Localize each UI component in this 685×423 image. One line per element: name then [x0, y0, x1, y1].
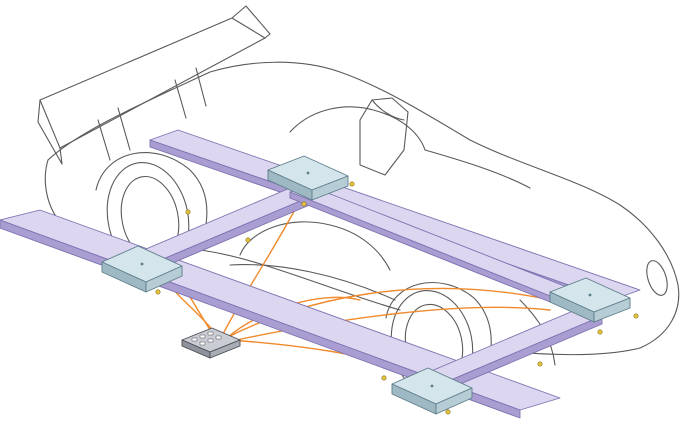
rear-wheel-arch: [95, 152, 208, 231]
foot-5: [381, 375, 387, 381]
pad-front-right-side-r: [593, 297, 631, 323]
cable-front-b: [231, 306, 551, 342]
pad-front-right: [549, 277, 631, 323]
pad-front-right-dot: [588, 293, 592, 297]
headlight: [646, 260, 668, 296]
indicator-key: [207, 338, 214, 343]
cockpit-inner: [371, 99, 405, 121]
rear-wing-end-plate: [37, 99, 63, 165]
indicator-key: [215, 335, 222, 340]
wing-support-left: [97, 107, 131, 161]
pad-front-left: [391, 367, 473, 415]
foot-9: [633, 313, 639, 319]
wing-support-right: [174, 67, 207, 119]
wheel-scale-pads: [101, 155, 631, 415]
front-wheel-arch: [385, 282, 492, 357]
indicator-keys: [191, 331, 222, 346]
cable-front-right: [225, 287, 561, 339]
pad-rear-right: [267, 155, 349, 201]
windscreen: [424, 149, 531, 189]
indicator-key: [207, 331, 214, 336]
cockpit-roll-hoop: [359, 97, 409, 176]
frame-feet: [155, 181, 639, 415]
indicator-key: [191, 337, 198, 342]
pad-rear-left-dot: [140, 262, 144, 266]
indicator-key: [199, 341, 206, 346]
pad-front-left-side-r: [435, 387, 473, 415]
cockpit-canopy: [289, 106, 426, 151]
inner-rail-side: [289, 191, 581, 315]
foot-3: [301, 201, 307, 207]
indicator-side: [209, 339, 241, 359]
pad-rear-right-side-r: [311, 175, 349, 201]
rear-wing-top: [231, 5, 271, 39]
foot-7: [537, 361, 543, 367]
cable-rear-right: [221, 199, 301, 337]
car-side-sill: [229, 264, 396, 301]
foot-2: [245, 237, 251, 243]
foot-8: [597, 329, 603, 335]
pad-rear-right-dot: [306, 171, 310, 175]
indicator-key: [199, 334, 206, 339]
foot-10: [185, 209, 191, 215]
door-line: [239, 221, 391, 271]
rear-wing: [39, 17, 266, 149]
car-body-upper: [47, 61, 680, 349]
pad-rear-left: [101, 245, 183, 293]
right-rail-top: [149, 129, 641, 301]
foot-1: [155, 289, 161, 295]
foot-6: [445, 409, 451, 415]
pad-rear-left-side-r: [145, 265, 183, 293]
pad-front-left-dot: [430, 384, 434, 388]
foot-4: [349, 181, 355, 187]
weight-indicator-box: [181, 327, 241, 359]
